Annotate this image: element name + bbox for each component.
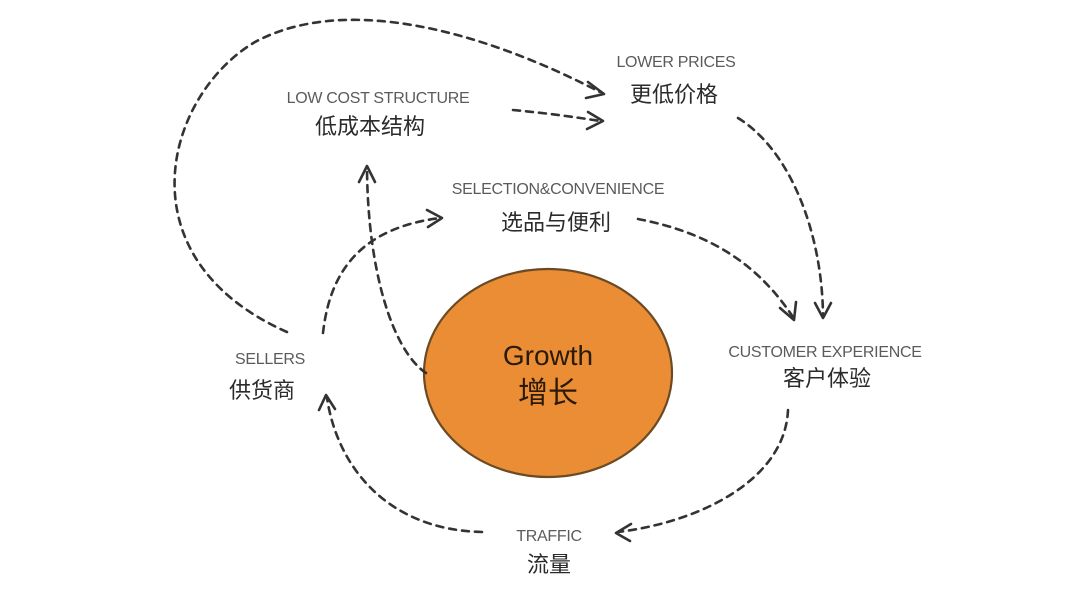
arrow-selection-to-customer-experience	[636, 217, 795, 319]
traffic-label-zh: 流量	[527, 553, 571, 578]
customer-experience-label-en: CUSTOMER EXPERIENCE	[728, 344, 921, 361]
arrow-customer-experience-to-traffic	[616, 408, 790, 534]
selection-convenience-label-en: SELECTION&CONVENIENCE	[452, 181, 664, 198]
selection-convenience-label-zh: 选品与便利	[501, 211, 611, 236]
arrowhead-sellers-to-selection	[425, 208, 444, 229]
sellers-label-en: SELLERS	[235, 351, 305, 368]
lower-prices-label-en: LOWER PRICES	[616, 54, 735, 71]
low-cost-structure-label-zh: 低成本结构	[315, 115, 425, 140]
node-selection-convenience: SELECTION&CONVENIENCE 选品与便利	[452, 181, 665, 236]
arrow-low-cost-to-lower-prices	[511, 108, 602, 123]
arrowhead-growth-to-low-cost	[357, 164, 377, 184]
flow-arrows	[173, 18, 833, 543]
node-low-cost-structure: LOW COST STRUCTURE 低成本结构	[287, 90, 470, 140]
growth-label-en: Growth	[503, 340, 593, 371]
arrowhead-customer-experience-to-traffic	[614, 522, 633, 543]
arrow-traffic-to-sellers	[325, 396, 484, 534]
arrow-sellers-to-selection	[321, 216, 442, 335]
arrowhead-traffic-to-sellers	[317, 393, 337, 412]
arrow-growth-to-low-cost	[365, 168, 428, 375]
lower-prices-label-zh: 更低价格	[630, 83, 718, 108]
customer-experience-label-zh: 客户体验	[783, 367, 871, 392]
node-traffic: TRAFFIC 流量	[516, 528, 582, 578]
arrowhead-sellers-to-lower-prices	[584, 80, 606, 100]
arrowhead-low-cost-to-lower-prices	[585, 110, 605, 131]
node-lower-prices: LOWER PRICES 更低价格	[616, 54, 735, 108]
growth-center: Growth 增长	[422, 267, 674, 479]
sellers-label-zh: 供货商	[229, 379, 295, 404]
traffic-label-en: TRAFFIC	[516, 528, 581, 545]
node-customer-experience: CUSTOMER EXPERIENCE 客户体验	[728, 344, 921, 392]
growth-circle	[422, 267, 674, 479]
arrowhead-selection-to-customer-experience	[778, 300, 798, 322]
node-sellers: SELLERS 供货商	[229, 351, 305, 404]
arrow-sellers-to-lower-prices	[173, 18, 602, 334]
low-cost-structure-label-en: LOW COST STRUCTURE	[287, 90, 470, 107]
growth-label-zh: 增长	[518, 376, 578, 411]
arrowhead-lower-prices-to-customer-experience	[813, 301, 833, 320]
arrow-lower-prices-to-customer-experience	[736, 116, 825, 317]
